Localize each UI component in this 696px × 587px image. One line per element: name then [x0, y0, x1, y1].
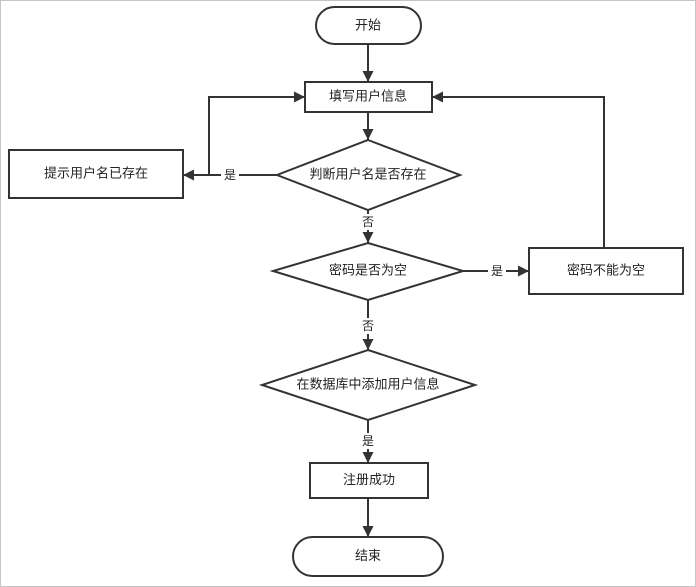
- start-label: 开始: [355, 19, 381, 34]
- start-node: [315, 6, 422, 45]
- edge-label-bg: [488, 263, 506, 279]
- add-user-decision: [258, 348, 479, 422]
- edge-label-add-user-yes: 是: [362, 434, 374, 448]
- edge-label-username-yes: 是: [224, 168, 236, 182]
- end-label: 结束: [355, 549, 381, 564]
- edge-label-password-no: 否: [362, 319, 374, 333]
- success-node: [309, 462, 429, 499]
- edge-label-username-no: 否: [362, 215, 374, 229]
- edge-label-bg: [360, 318, 376, 334]
- arrow-password-empty-loop: [432, 91, 605, 248]
- add-user-label: 在数据库中添加用户信息: [296, 377, 439, 393]
- check-password-decision: [269, 241, 467, 302]
- username-exists-node: [8, 149, 184, 199]
- edge-label-password-yes: 是: [491, 264, 503, 278]
- arrow-username-exists-loop: [208, 91, 305, 175]
- fill-info-label: 填写用户信息: [329, 89, 407, 105]
- edge-label-bg: [360, 433, 376, 449]
- edge-label-bg: [221, 167, 239, 183]
- check-username-label: 判断用户名是否存在: [309, 167, 426, 183]
- password-empty-label: 密码不能为空: [567, 263, 645, 279]
- check-username-decision: [274, 138, 463, 212]
- success-label: 注册成功: [343, 473, 395, 488]
- fill-info-node: [304, 81, 433, 113]
- end-node: [292, 536, 444, 577]
- edge-label-bg: [360, 214, 376, 230]
- password-empty-node: [528, 247, 684, 295]
- username-exists-label: 提示用户名已存在: [44, 166, 148, 182]
- check-password-label: 密码是否为空: [329, 263, 407, 279]
